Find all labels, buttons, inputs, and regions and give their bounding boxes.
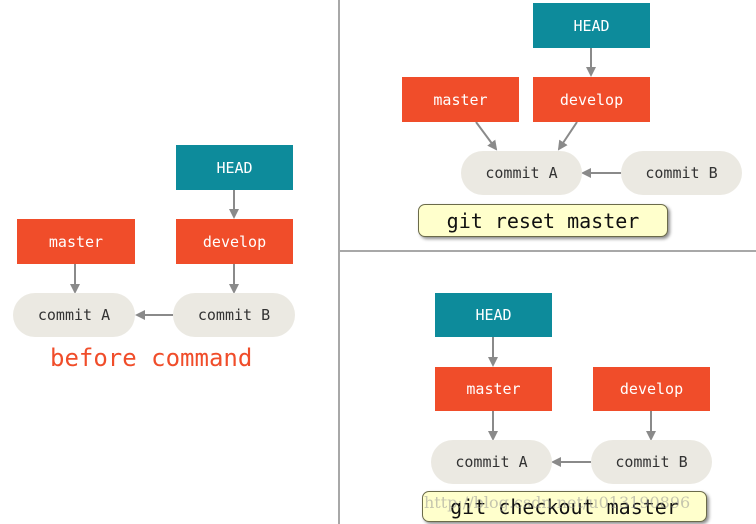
before-commit-b: commit B (173, 293, 295, 337)
before-develop-branch: develop (176, 219, 293, 264)
checkout-commit-b: commit B (591, 440, 712, 484)
watermark-text: http://blog.csdn.net/u013190896 (424, 493, 691, 512)
checkout-command-label: git checkout master (422, 491, 707, 522)
before-commit-a: commit A (13, 293, 135, 337)
reset-develop-branch: develop (533, 77, 650, 122)
arrow-reset-develop-commit-a (557, 121, 578, 151)
before-caption: before command (50, 344, 253, 372)
checkout-commit-a: commit A (431, 440, 552, 484)
before-head-pointer: HEAD (176, 145, 293, 190)
reset-command-label: git reset master (418, 204, 668, 237)
reset-commit-a: commit A (461, 151, 582, 195)
checkout-develop-branch: develop (593, 367, 710, 411)
vertical-divider (338, 0, 340, 524)
reset-head-pointer: HEAD (533, 3, 650, 48)
reset-master-branch: master (402, 77, 519, 122)
reset-commit-b: commit B (621, 151, 742, 195)
before-master-branch: master (17, 219, 135, 264)
checkout-head-pointer: HEAD (435, 293, 552, 337)
checkout-master-branch: master (435, 367, 552, 411)
horizontal-divider (340, 250, 756, 252)
arrow-reset-master-commit-a (475, 121, 498, 151)
